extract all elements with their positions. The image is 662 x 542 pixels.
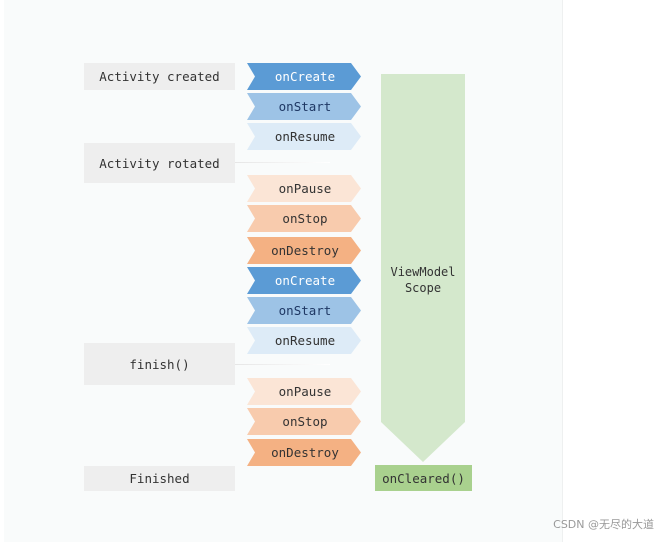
callback-oncreate: onCreate xyxy=(247,63,361,90)
callback-label: onStart xyxy=(278,99,332,114)
scope-label-line1: ViewModel xyxy=(390,265,456,279)
callback-label: onResume xyxy=(274,333,336,348)
callback-oncreate: onCreate xyxy=(247,267,361,294)
state-activity-created: Activity created xyxy=(84,63,235,90)
chevron-shape xyxy=(247,297,361,324)
callback-onstart: onStart xyxy=(247,93,361,120)
chevron-shape xyxy=(247,175,361,202)
state-finish-call: finish() xyxy=(84,343,235,385)
viewmodel-scope-label: ViewModel Scope xyxy=(381,264,465,296)
chevron-shape xyxy=(247,378,361,405)
callback-onstart: onStart xyxy=(247,297,361,324)
viewmodel-scope-arrow: ViewModel Scope xyxy=(381,74,465,462)
callback-onpause: onPause xyxy=(247,175,361,202)
callback-ondestroy: onDestroy xyxy=(247,439,361,466)
callback-label: onStart xyxy=(278,303,332,318)
finish-divider xyxy=(235,364,330,365)
callback-onstop: onStop xyxy=(247,408,361,435)
scope-label-line2: Scope xyxy=(404,281,442,295)
callback-label: onDestroy xyxy=(271,243,339,258)
chevron-shape xyxy=(247,439,361,466)
oncleared-box: onCleared() xyxy=(375,465,472,491)
chevron-shape xyxy=(247,123,361,150)
callback-onresume: onResume xyxy=(247,123,361,150)
callback-label: onDestroy xyxy=(271,445,339,460)
chevron-shape xyxy=(247,327,361,354)
callback-onresume: onResume xyxy=(247,327,361,354)
panel-edge xyxy=(562,0,563,542)
chevron-shape xyxy=(247,63,361,90)
callback-label: onPause xyxy=(278,384,332,399)
state-activity-rotated: Activity rotated xyxy=(84,143,235,183)
callback-label: onResume xyxy=(274,129,336,144)
state-finished: Finished xyxy=(84,466,235,491)
callback-label: onPause xyxy=(278,181,332,196)
callback-label: onCreate xyxy=(274,69,336,84)
callback-onstop: onStop xyxy=(247,205,361,232)
chevron-shape xyxy=(247,93,361,120)
callback-ondestroy: onDestroy xyxy=(247,237,361,264)
callback-label: onStop xyxy=(282,414,328,429)
callback-onpause: onPause xyxy=(247,378,361,405)
callback-label: onCreate xyxy=(274,273,336,288)
chevron-shape xyxy=(247,205,361,232)
chevron-shape xyxy=(247,237,361,264)
callback-label: onStop xyxy=(282,211,328,226)
rotated-divider xyxy=(235,162,330,163)
chevron-shape xyxy=(247,267,361,294)
chevron-shape xyxy=(247,408,361,435)
watermark: CSDN @无尽的大道 xyxy=(553,518,654,531)
